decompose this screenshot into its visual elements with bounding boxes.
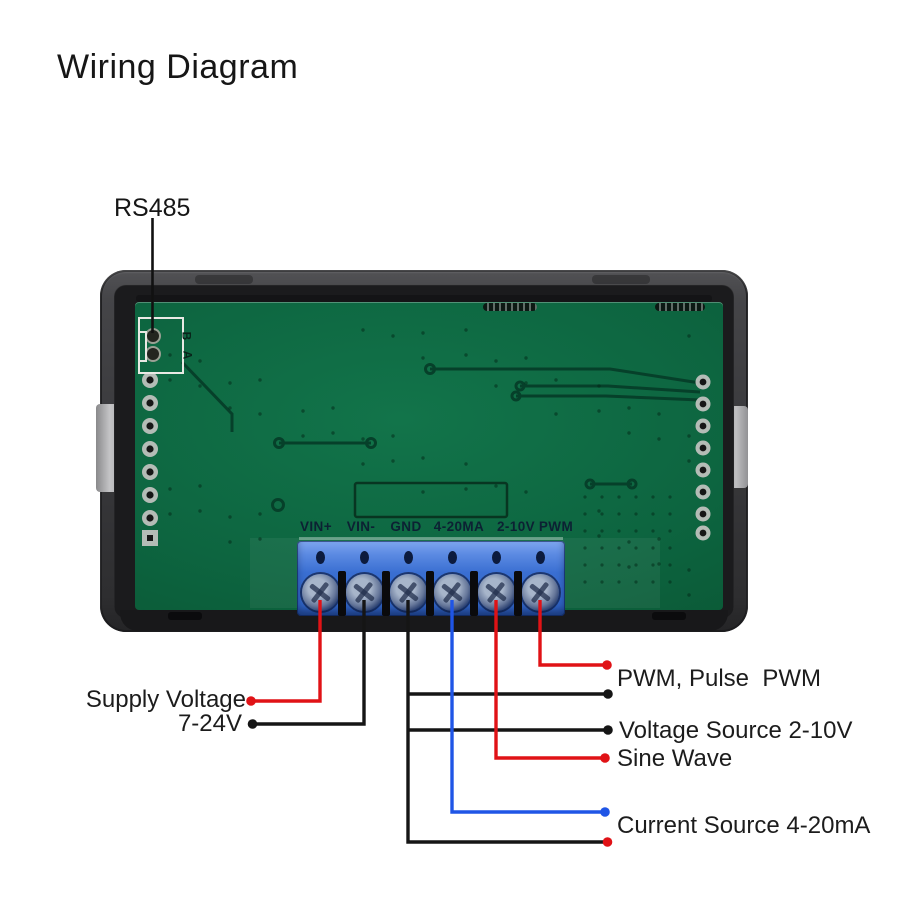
- terminal-wire-hole: [535, 551, 545, 564]
- wire-gnd: [406, 600, 605, 844]
- terminal-label-gnd: GND: [390, 519, 422, 534]
- terminal-label-vin-minus: VIN-: [346, 519, 376, 534]
- terminal-wire-hole: [403, 551, 413, 564]
- rs485-connector-outline: [138, 317, 184, 374]
- terminal-divider: [514, 571, 522, 616]
- terminal-screw-2-10v: [477, 574, 515, 611]
- terminal-screw-vin-: [345, 574, 383, 611]
- dot-sine-wave: [600, 753, 610, 763]
- terminal-screw-pwm: [521, 574, 559, 611]
- terminal-divider: [382, 571, 390, 616]
- terminal-label-pwm: PWM: [538, 519, 574, 534]
- label-sine-wave: Sine Wave: [617, 745, 733, 772]
- terminal-wire-hole: [447, 551, 457, 564]
- dot-7-24v: [247, 719, 258, 729]
- label-current-source: Current Source 4-20mA: [617, 812, 871, 839]
- terminal-label-vin-plus: VIN+: [300, 519, 332, 534]
- terminal-label-4-20ma: 4-20MA: [433, 519, 485, 534]
- terminal-label-2-10v: 2-10V: [496, 519, 536, 534]
- label-supply-voltage: Supply Voltage: [85, 686, 246, 713]
- label-voltage-source: Voltage Source 2-10V: [619, 717, 853, 744]
- case-bottom-notch: [652, 612, 686, 620]
- pcb-connector-teeth: [655, 303, 705, 311]
- terminal-screw-gnd: [389, 574, 427, 611]
- case-recess: [136, 295, 712, 302]
- terminal-divider: [426, 571, 434, 616]
- terminal-divider: [338, 571, 346, 616]
- terminal-screw-vin+: [301, 574, 339, 611]
- dot-pwm-red: [602, 660, 612, 670]
- case-top-notch: [195, 275, 253, 284]
- label-pwm: PWM, Pulse PWM: [617, 665, 822, 692]
- terminal-wire-hole: [359, 551, 369, 564]
- dot-voltage-source: [603, 725, 613, 735]
- dot-current-source-red: [602, 837, 613, 847]
- rs485-connector-tab: [139, 331, 147, 362]
- terminal-screw-4-20ma: [433, 574, 471, 611]
- page-title: Wiring Diagram: [57, 48, 299, 86]
- dot-pwm-gnd: [603, 689, 613, 699]
- case-bottom-notch: [168, 612, 202, 620]
- rs485-pin-b: B: [179, 331, 194, 341]
- rs485-pin-a: A: [180, 350, 195, 360]
- dot-current-source-blue: [600, 807, 610, 817]
- terminal-wire-hole: [315, 551, 325, 564]
- rs485-label: RS485: [114, 194, 191, 222]
- dot-supply-voltage: [246, 696, 256, 706]
- label-supply-range: 7-24V: [177, 710, 242, 737]
- terminal-wire-hole: [491, 551, 501, 564]
- terminal-divider: [470, 571, 478, 616]
- case-top-notch: [592, 275, 650, 284]
- pcb-connector-teeth: [483, 303, 537, 311]
